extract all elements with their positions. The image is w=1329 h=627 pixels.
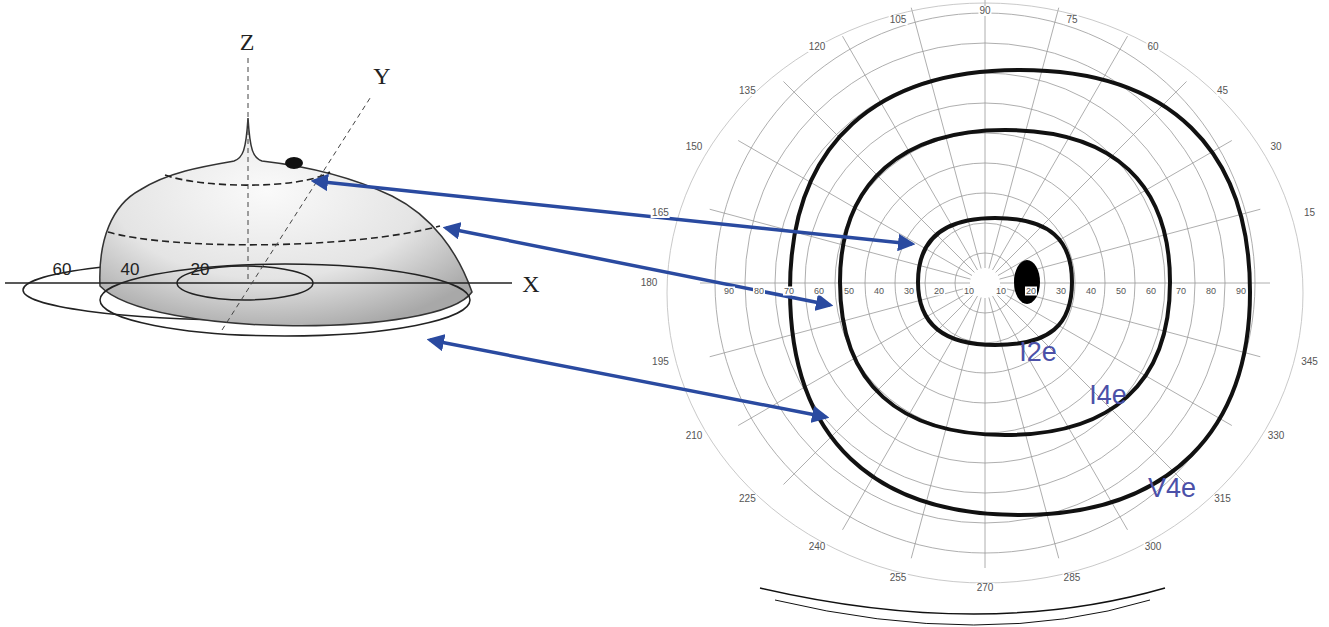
degree-number: 10 xyxy=(995,287,1007,296)
degree-number: 50 xyxy=(1115,287,1127,296)
angle-number: 90 xyxy=(978,6,991,16)
degree-number: 60 xyxy=(813,287,825,296)
degree-number: 70 xyxy=(783,287,795,296)
angle-number: 75 xyxy=(1065,15,1078,25)
degree-number: 40 xyxy=(1085,287,1097,296)
eccentricity-number: 40 xyxy=(121,261,140,278)
isopters xyxy=(790,70,1250,515)
grid-spoke xyxy=(700,283,970,284)
isopter-label: I4e xyxy=(1089,382,1127,409)
angle-number: 195 xyxy=(651,357,670,367)
angle-number: 285 xyxy=(1063,573,1082,583)
degree-number: 60 xyxy=(1145,287,1157,296)
degree-number: 90 xyxy=(1235,287,1247,296)
eccentricity-number: 20 xyxy=(191,261,210,278)
angle-number: 180 xyxy=(640,278,659,288)
correspondence-arrows xyxy=(314,181,912,417)
angle-number: 210 xyxy=(685,431,704,441)
angle-number: 30 xyxy=(1269,142,1282,152)
grid-spoke xyxy=(985,0,986,268)
degree-number: 70 xyxy=(1175,287,1187,296)
grid-spoke xyxy=(843,36,978,270)
isopter-label: V4e xyxy=(1148,475,1196,502)
axis-label: Z xyxy=(240,30,255,54)
degree-number: 20 xyxy=(1025,287,1037,296)
grid-spoke xyxy=(999,209,1260,279)
angle-number: 255 xyxy=(889,573,908,583)
angle-number: 105 xyxy=(889,15,908,25)
degree-number: 90 xyxy=(723,287,735,296)
chart-bottom-arc xyxy=(760,588,1165,625)
angle-number: 315 xyxy=(1213,494,1232,504)
angle-number: 165 xyxy=(651,208,670,218)
degree-number: 80 xyxy=(1205,287,1217,296)
angle-number: 120 xyxy=(808,42,827,52)
angle-number: 150 xyxy=(685,142,704,152)
angle-number: 330 xyxy=(1267,431,1286,441)
angle-number: 270 xyxy=(976,583,995,593)
grid-spoke xyxy=(998,291,1232,426)
degree-number: 40 xyxy=(873,287,885,296)
chart-outer-ring xyxy=(667,3,1303,583)
angle-number: 15 xyxy=(1303,208,1316,218)
angle-number: 300 xyxy=(1144,542,1163,552)
eccentricity-number: 60 xyxy=(53,261,72,278)
angle-number: 240 xyxy=(808,542,827,552)
degree-number: 30 xyxy=(903,287,915,296)
axis-label: Y xyxy=(373,64,390,88)
grid-spoke xyxy=(1000,283,1270,284)
axis-label: X xyxy=(522,272,539,296)
angle-number: 60 xyxy=(1146,42,1159,52)
degree-number: 10 xyxy=(963,287,975,296)
grid-spoke xyxy=(996,81,1187,272)
angle-number: 135 xyxy=(738,86,757,96)
perimetry-chart xyxy=(667,0,1303,583)
angle-number: 345 xyxy=(1300,357,1319,367)
hill-of-vision xyxy=(5,58,512,336)
degree-number: 50 xyxy=(843,287,855,296)
isopter-label: I2e xyxy=(1019,339,1057,366)
grid-spoke xyxy=(783,294,974,485)
angle-number: 225 xyxy=(738,494,757,504)
degree-number: 20 xyxy=(933,287,945,296)
degree-number: 30 xyxy=(1055,287,1067,296)
grid-spoke xyxy=(989,297,1059,558)
angle-number: 45 xyxy=(1216,86,1229,96)
grid-spoke xyxy=(996,294,1187,485)
degree-number: 80 xyxy=(753,287,765,296)
